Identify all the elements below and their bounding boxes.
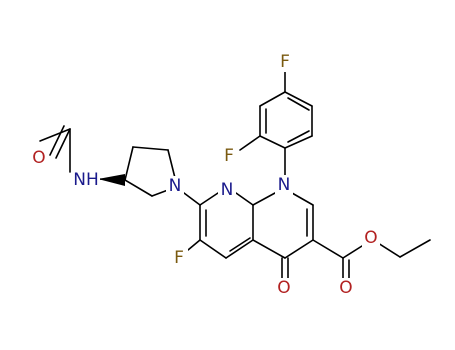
bond — [132, 146, 169, 151]
bond — [124, 146, 134, 181]
ring-fluorine-label: F — [174, 248, 184, 268]
bond — [291, 192, 314, 206]
bond — [49, 125, 65, 156]
bond — [252, 239, 286, 259]
bond — [259, 91, 286, 107]
ortho-fluorine-label: F — [224, 146, 234, 166]
bond — [287, 130, 310, 143]
naphthyridine-n8-label: N — [221, 180, 234, 200]
bond — [284, 91, 313, 107]
bond — [259, 135, 286, 149]
bond — [199, 239, 227, 259]
bond — [287, 97, 310, 111]
bond — [199, 192, 219, 206]
amide-nh-label: NH — [73, 170, 99, 190]
bond — [167, 149, 176, 179]
bond — [377, 242, 401, 258]
bond — [187, 239, 201, 251]
para-fluorine-label: F — [280, 52, 290, 72]
ester-carbonyl-oxygen-label: O — [339, 278, 352, 298]
bond — [312, 239, 344, 259]
bond — [55, 128, 71, 159]
wedge-bond — [98, 174, 125, 186]
bond — [151, 189, 169, 197]
bond — [124, 179, 153, 197]
bond — [235, 192, 254, 206]
atom-label-layer: O NH N N N F O O O F F — [30, 52, 380, 298]
ketone-oxygen-label: O — [277, 278, 290, 298]
bond — [284, 135, 313, 149]
bond — [39, 128, 71, 142]
naphthyridine-n1-label: N — [278, 175, 291, 195]
bond — [239, 135, 261, 151]
bond — [252, 192, 276, 206]
bond — [399, 239, 431, 258]
bond — [284, 239, 314, 259]
bond — [225, 239, 254, 259]
bond — [342, 245, 363, 259]
ester-ether-oxygen-label: O — [364, 228, 377, 248]
bond — [229, 237, 251, 252]
acetyl-oxygen-label: O — [32, 148, 45, 168]
pyrrolidine-nitrogen-label: N — [169, 176, 182, 196]
